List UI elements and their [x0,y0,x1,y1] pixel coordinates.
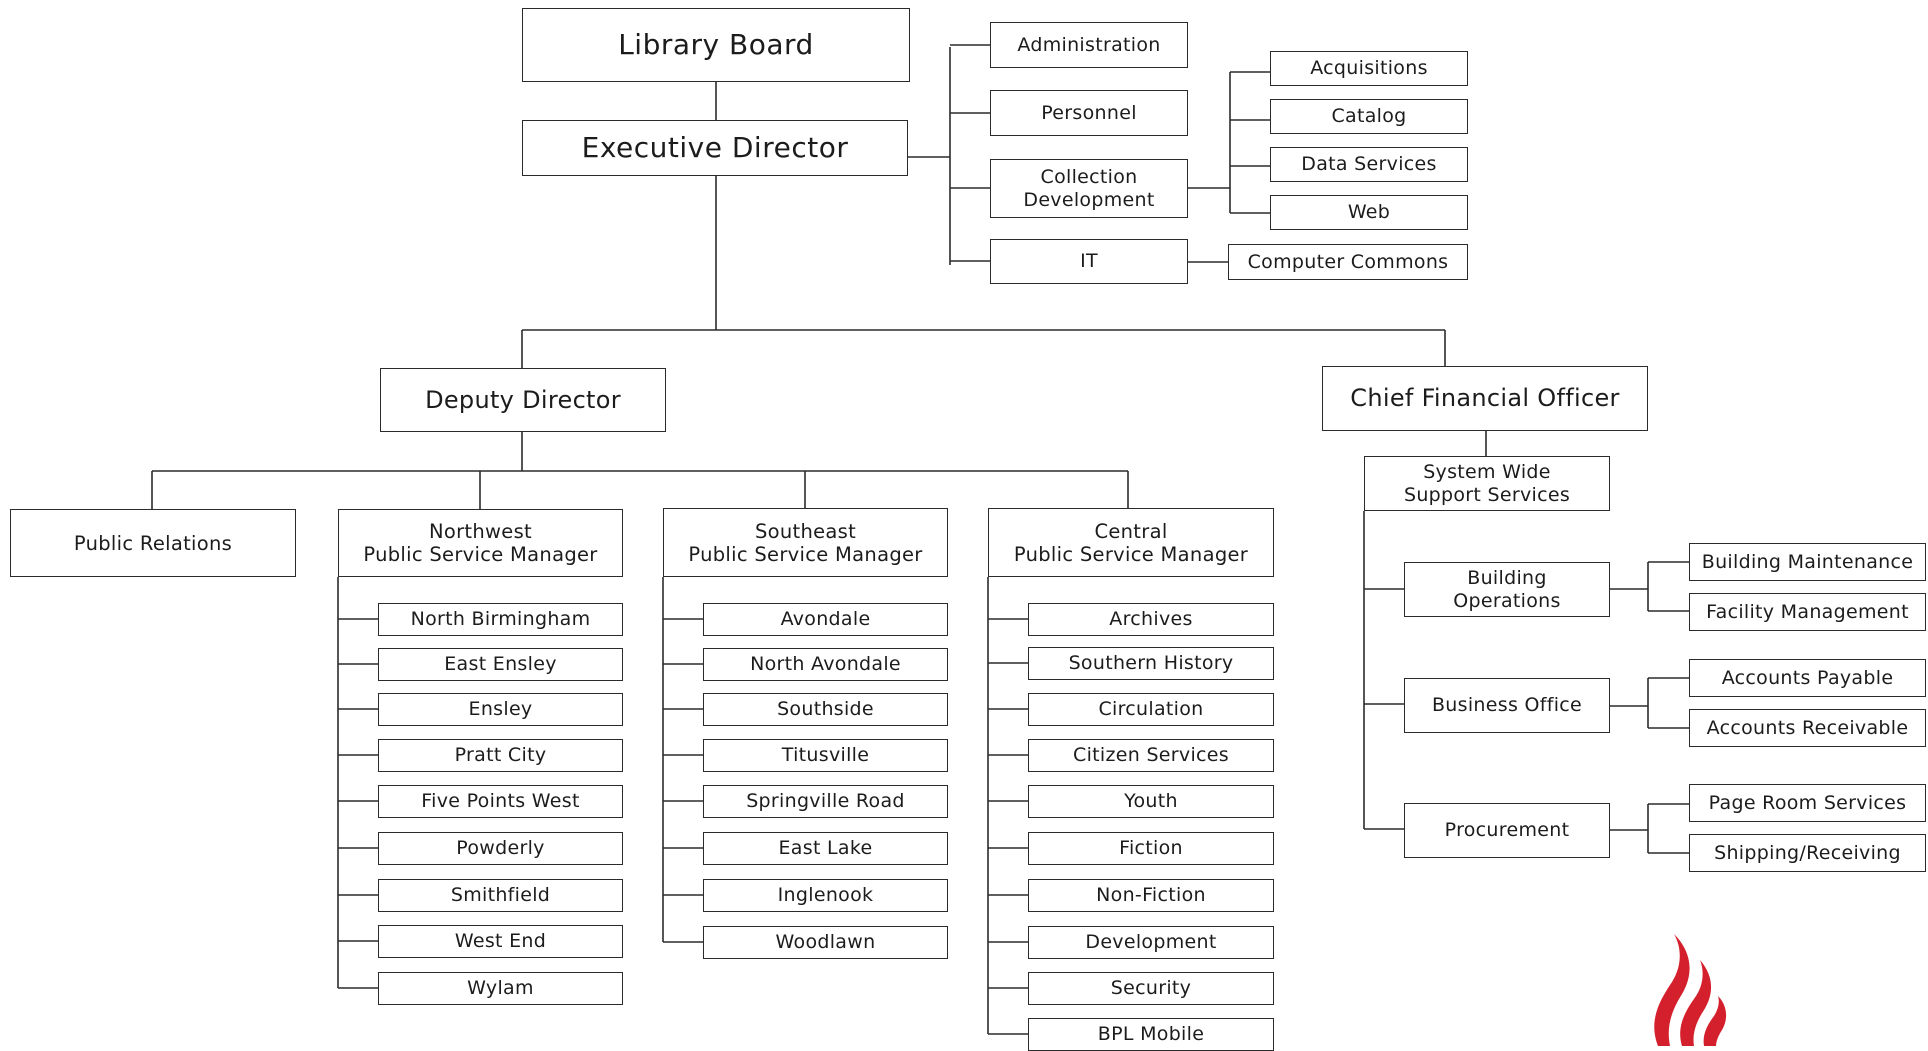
branch-box: Avondale [703,603,948,636]
web-box: Web [1270,195,1468,230]
branch-box: Five Points West [378,785,623,818]
branch-box: North Birmingham [378,603,623,636]
central-unit-box: Youth [1028,785,1274,818]
branch-box: Southside [703,693,948,726]
central-unit-box: Non-Fiction [1028,879,1274,912]
branch-box: Titusville [703,739,948,772]
shipping-receiving-box: Shipping/Receiving [1689,834,1926,872]
executive-director-box: Executive Director [522,120,908,176]
branch-box: Pratt City [378,739,623,772]
accounts-payable-box: Accounts Payable [1689,659,1926,697]
branch-box: Ensley [378,693,623,726]
acquisitions-box: Acquisitions [1270,51,1468,86]
central-unit-box: BPL Mobile [1028,1018,1274,1051]
branch-box: West End [378,925,623,958]
southeast-manager-box: Southeast Public Service Manager [663,508,948,577]
page-room-services-box: Page Room Services [1689,784,1926,822]
branch-box: Smithfield [378,879,623,912]
branch-box: Wylam [378,972,623,1005]
northwest-manager-box: Northwest Public Service Manager [338,509,623,577]
system-wide-support-box: System Wide Support Services [1364,456,1610,511]
building-maintenance-box: Building Maintenance [1689,543,1926,581]
facility-management-box: Facility Management [1689,593,1926,631]
central-unit-box: Fiction [1028,832,1274,865]
collection-development-box: Collection Development [990,159,1188,218]
branch-box: North Avondale [703,648,948,681]
it-box: IT [990,239,1188,284]
branch-box: Inglenook [703,879,948,912]
flame-logo-icon [1654,934,1727,1046]
accounts-receivable-box: Accounts Receivable [1689,709,1926,747]
public-relations-box: Public Relations [10,509,296,577]
catalog-box: Catalog [1270,99,1468,134]
library-board-box: Library Board [522,8,910,82]
branch-box: Springville Road [703,785,948,818]
central-manager-box: Central Public Service Manager [988,508,1274,577]
business-office-box: Business Office [1404,678,1610,733]
chief-financial-officer-box: Chief Financial Officer [1322,366,1648,431]
branch-box: Powderly [378,832,623,865]
central-unit-box: Circulation [1028,693,1274,726]
branch-box: East Ensley [378,648,623,681]
building-operations-box: Building Operations [1404,562,1610,617]
personnel-box: Personnel [990,90,1188,136]
procurement-box: Procurement [1404,803,1610,858]
branch-box: East Lake [703,832,948,865]
computer-commons-box: Computer Commons [1228,244,1468,280]
central-unit-box: Archives [1028,603,1274,636]
central-unit-box: Development [1028,926,1274,959]
central-unit-box: Southern History [1028,647,1274,680]
central-unit-box: Citizen Services [1028,739,1274,772]
branch-box: Woodlawn [703,926,948,959]
data-services-box: Data Services [1270,147,1468,182]
deputy-director-box: Deputy Director [380,368,666,432]
central-unit-box: Security [1028,972,1274,1005]
administration-box: Administration [990,22,1188,68]
